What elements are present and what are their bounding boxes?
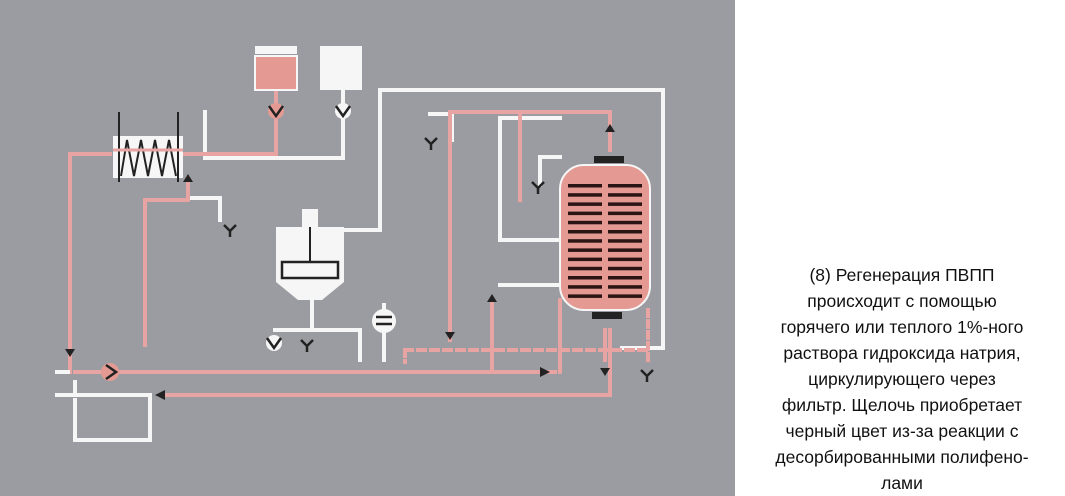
transfer-pump-icon <box>265 335 283 351</box>
filter-sheet-bar <box>608 193 642 197</box>
arrow-left-icon <box>155 390 165 400</box>
cold-line-heater-out <box>186 196 222 222</box>
drain-icon <box>640 369 654 382</box>
filter-sheet-bar <box>608 220 642 225</box>
caption-line: черный цвет из-за реакции с <box>785 421 1019 441</box>
hot-line-left-down <box>68 152 112 374</box>
caption: (8) Регенерация ПВПП происходит с помощь… <box>752 262 1052 496</box>
drain-icon <box>531 181 545 194</box>
cold-line-mixer-under <box>310 298 362 362</box>
cold-line-inner-rect <box>498 116 562 287</box>
filter-sheet-bar <box>568 184 602 188</box>
recirculation-pump-icon <box>101 363 119 381</box>
caption-line: горячего или теплого 1%-ного <box>780 317 1024 337</box>
caption-line: лами <box>881 473 923 493</box>
hot-line-heater-bottom <box>143 176 190 347</box>
cold-water-tank <box>320 46 362 90</box>
heater-coil-icon <box>120 139 177 177</box>
hot-caustic-lines <box>68 90 650 397</box>
arrow-up-icon <box>605 124 615 132</box>
hot-line-lower-return <box>158 328 612 397</box>
filter-sheet-bar <box>568 202 602 206</box>
hot-dosing-pump-icon <box>267 103 285 119</box>
hot-line-top-right <box>448 110 612 152</box>
filter-sheet-bar <box>608 202 642 206</box>
drain-icon <box>300 339 314 352</box>
filter-sheet-bar <box>568 257 602 262</box>
filter-sheet-bar <box>608 276 642 280</box>
cartridge-filter <box>372 309 396 333</box>
arrow-down-icon <box>600 368 610 376</box>
arrow-right-icon <box>540 367 550 377</box>
filter-sheet-bar <box>568 193 602 197</box>
filter-sheet-bar <box>608 294 642 298</box>
filter-sheet-bar <box>568 211 602 216</box>
filter-sheet-bar <box>568 276 602 280</box>
process-diagram-svg <box>55 46 665 442</box>
caption-line: раствора гидроксида натрия, <box>783 343 1021 363</box>
vessel-filter-sheets <box>568 184 642 298</box>
caption-line: десорбированными полифено- <box>775 447 1029 467</box>
regeneration-filter-vessel <box>559 156 651 319</box>
mixing-tank <box>276 209 344 312</box>
filter-sheet-bar <box>608 285 642 289</box>
filter-sheet-bar <box>608 184 642 188</box>
filter-sheet-bar <box>568 239 602 243</box>
filter-sheet-bar <box>568 220 602 225</box>
cold-line-from-tank <box>203 116 345 160</box>
arrow-down-icon <box>65 349 75 357</box>
cold-line-left-loop <box>73 393 152 442</box>
filter-sheet-bar <box>568 266 602 271</box>
drain-icon <box>223 224 237 237</box>
arrow-up-icon <box>183 174 193 182</box>
filter-sheet-bar <box>608 239 642 243</box>
caption-line: фильтр. Щелочь приобретает <box>781 395 1023 415</box>
cold-dosing-pump-icon <box>334 103 352 119</box>
left-outlet <box>55 370 77 397</box>
filter-sheet-bar <box>608 230 642 234</box>
hot-line-to-heater <box>183 116 278 156</box>
filter-sheet-bar <box>568 285 602 289</box>
flow-arrows <box>65 124 615 400</box>
filter-sheet-bar <box>568 248 602 252</box>
drain-icon <box>424 137 438 150</box>
caption-line: (8) Регенерация ПВПП <box>809 265 995 285</box>
filter-sheet-bar <box>608 211 642 216</box>
filter-sheet-bar <box>568 230 602 234</box>
arrow-up-icon <box>487 294 497 302</box>
hot-caustic-tank <box>254 46 298 91</box>
caption-line: циркулирующего через <box>808 369 996 389</box>
filter-sheet-bar <box>608 257 642 262</box>
filter-sheet-bar <box>608 248 642 252</box>
filter-sheet-bar <box>568 294 602 298</box>
heat-exchanger <box>113 112 183 182</box>
caption-line: происходит с помощью <box>807 291 997 311</box>
process-diagram <box>0 0 735 496</box>
drain-outlets <box>223 137 654 382</box>
filter-sheet-bar <box>608 266 642 271</box>
arrow-down-icon <box>445 332 455 340</box>
